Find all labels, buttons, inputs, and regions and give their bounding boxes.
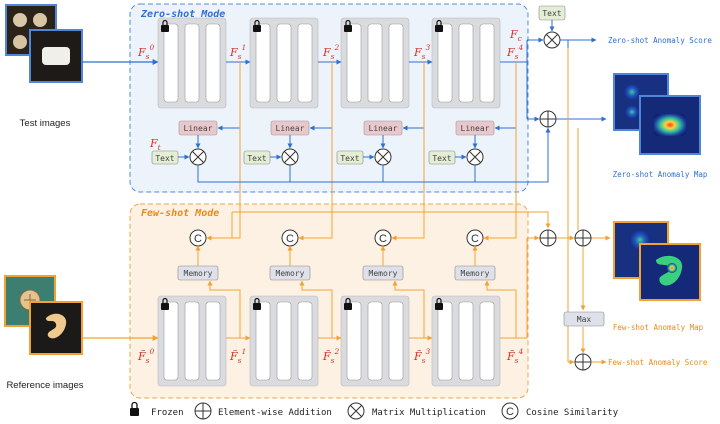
linear-box-4: Linear (455, 120, 495, 136)
max-box (563, 311, 605, 327)
zero-shot-score-label: Zero-shot Anomaly Score (608, 36, 712, 45)
test-images-caption: Test images (20, 118, 71, 129)
text-label: Text (155, 154, 174, 163)
legend-addition: Element-wise Addition (218, 408, 332, 418)
multiply-icon (466, 148, 484, 166)
zero-shot-feature-2: Fs2 (322, 43, 340, 61)
memory-label: Memory (184, 269, 213, 278)
cosine-icon: C (281, 229, 299, 247)
lock-icon (253, 19, 261, 32)
text-box-3: Text (336, 150, 364, 165)
zero-shot-encoder-stage-3 (340, 17, 410, 109)
text-box-2: Text (243, 150, 271, 165)
svg-text:C: C (471, 233, 479, 245)
linear-label: Linear (276, 124, 305, 133)
few-shot-encoder-stage-3 (340, 295, 410, 387)
svg-text:C: C (194, 233, 202, 245)
lock-icon (130, 401, 139, 416)
lock-icon (161, 19, 169, 32)
few-shot-encoder-stage-1 (157, 295, 227, 387)
memory-label: Memory (461, 269, 490, 278)
cosine-icon: C (189, 229, 207, 247)
legend: Frozen Element-wise Addition Matrix Mult… (130, 401, 619, 420)
text-box-4: Text (428, 150, 456, 165)
few-shot-feature-3: F̃s3 (413, 347, 431, 365)
svg-text:C: C (286, 233, 294, 245)
legend-multiplication: Matrix Multiplication (372, 408, 486, 418)
memory-box-3: Memory (362, 265, 404, 281)
svg-text:C: C (506, 406, 514, 418)
few-shot-encoder-stage-4 (431, 295, 501, 387)
reference-images-caption: Reference images (6, 380, 83, 391)
linear-box-2: Linear (270, 120, 310, 136)
lock-icon (435, 297, 443, 310)
few-shot-encoder-stage-2 (249, 295, 319, 387)
few-shot-feature-1: F̃s1 (229, 347, 246, 365)
multiply-icon (347, 402, 365, 420)
zero-shot-title: Zero-shot Mode (140, 9, 225, 20)
max-label: Max (577, 315, 592, 324)
lock-icon (253, 297, 261, 310)
fc-label: Fc (509, 28, 523, 43)
multiply-icon (374, 148, 392, 166)
score-multiply-icon (543, 31, 561, 49)
few-shot-map-label: Few-shot Anomaly Map (613, 323, 704, 332)
zero-shot-encoder-stage-1 (157, 17, 227, 109)
lock-icon (161, 297, 169, 310)
multiply-icon (281, 148, 299, 166)
zero-shot-feature-4: Fs4 (506, 43, 524, 61)
cosine-icon: C (374, 229, 392, 247)
few-shot-add-icon-2 (574, 229, 592, 247)
zero-shot-panel (129, 3, 529, 193)
text-label: Text (340, 154, 359, 163)
reference-images (4, 275, 83, 355)
linear-label: Linear (461, 124, 490, 133)
few-shot-score-add-icon (574, 353, 592, 371)
linear-label: Linear (184, 124, 213, 133)
memory-label: Memory (276, 269, 305, 278)
lock-icon (344, 297, 352, 310)
legend-frozen: Frozen (151, 408, 184, 418)
ft-label: Ft (149, 137, 162, 152)
zero-shot-anomaly-map (613, 73, 701, 155)
multiply-icon (189, 148, 207, 166)
score-text-label: Text (542, 9, 561, 18)
zero-shot-feature-3: Fs3 (413, 43, 431, 61)
legend-cosine: Cosine Similarity (526, 408, 619, 418)
add-icon (194, 402, 212, 420)
cosine-icon: C (466, 229, 484, 247)
few-shot-title: Few-shot Mode (141, 208, 219, 219)
zero-shot-feature-0: Fs0 (137, 43, 155, 61)
zero-shot-encoder-stage-2 (249, 17, 319, 109)
few-shot-add-icon-1 (539, 229, 557, 247)
few-shot-feature-0: F̃s0 (137, 347, 155, 365)
svg-text:C: C (379, 233, 387, 245)
linear-label: Linear (369, 124, 398, 133)
memory-box-1: Memory (177, 265, 219, 281)
memory-label: Memory (369, 269, 398, 278)
zero-shot-map-add-icon (539, 110, 557, 128)
text-label: Text (247, 154, 266, 163)
few-shot-score-label: Few-shot Anomaly Score (608, 358, 708, 367)
few-shot-feature-4: F̃s4 (506, 347, 524, 365)
linear-box-1: Linear (178, 120, 218, 136)
memory-box-2: Memory (269, 265, 311, 281)
zero-shot-map-label: Zero-shot Anomaly Map (613, 170, 708, 179)
test-images (5, 4, 83, 83)
text-box-1: Text (151, 150, 179, 165)
few-shot-anomaly-map (613, 221, 701, 301)
linear-box-3: Linear (363, 120, 403, 136)
few-shot-panel (129, 203, 529, 399)
few-shot-feature-2: F̃s2 (322, 347, 340, 365)
cosine-icon: C (501, 402, 519, 420)
memory-box-4: Memory (454, 265, 496, 281)
zero-shot-encoder-stage-4 (431, 17, 501, 109)
lock-icon (344, 19, 352, 32)
lock-icon (435, 19, 443, 32)
zero-shot-feature-1: Fs1 (229, 43, 246, 61)
text-label: Text (432, 154, 451, 163)
